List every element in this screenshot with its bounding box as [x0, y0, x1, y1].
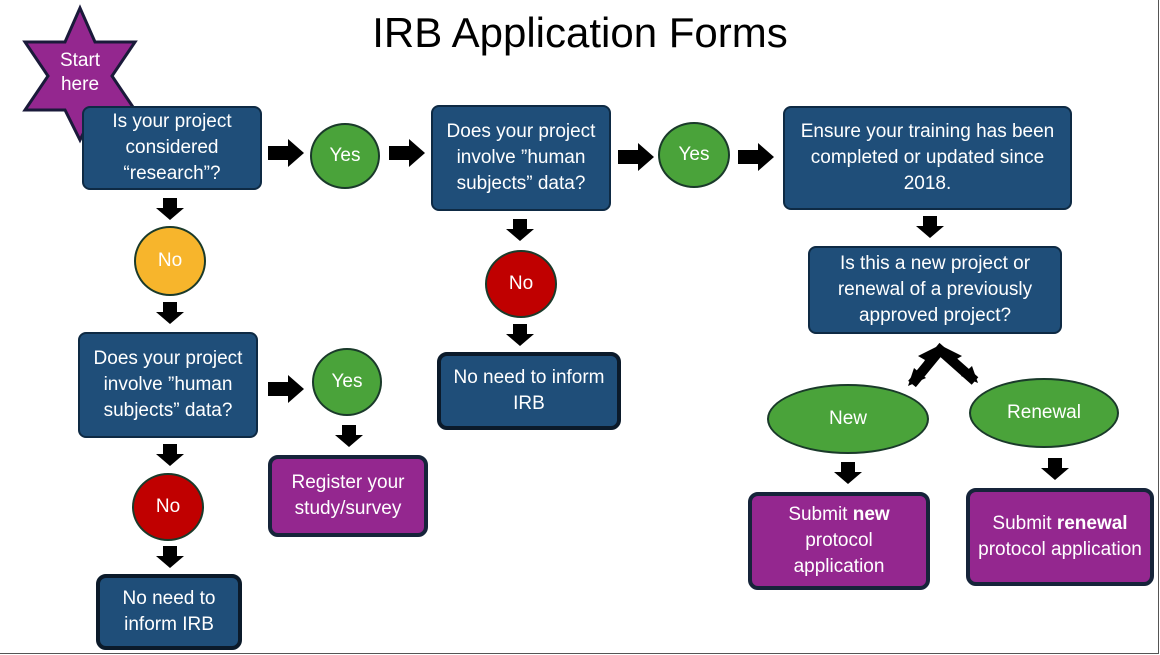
- submit-new-bold: new: [852, 504, 890, 525]
- question-human-subjects-left-text: Does your project involve ”human subject…: [93, 348, 243, 421]
- arrow-down-2: [156, 302, 184, 324]
- no-need-box-left: No need to inform IRB: [96, 574, 242, 650]
- renewal-ellipse: Renewal: [969, 378, 1119, 448]
- no-need-top-text: No need to inform IRB: [453, 367, 605, 414]
- question-new-or-renewal-text: Is this a new project or renewal of a pr…: [837, 253, 1033, 326]
- no-circle-yellow: No: [134, 226, 206, 296]
- no-label-red-left: No: [155, 496, 181, 517]
- training-box: Ensure your training has been completed …: [783, 106, 1072, 210]
- arrow-down-7: [335, 425, 363, 447]
- question-new-or-renewal: Is this a new project or renewal of a pr…: [808, 246, 1062, 334]
- training-text: Ensure your training has been completed …: [800, 121, 1055, 194]
- arrow-right-5: [268, 375, 304, 403]
- no-label-red-top: No: [508, 273, 534, 294]
- arrow-down-9: [834, 462, 862, 484]
- arrow-down-10: [1041, 458, 1069, 480]
- register-text: Register your study/survey: [291, 472, 405, 519]
- submit-renewal-pre: Submit: [992, 513, 1057, 534]
- no-label-yellow: No: [157, 250, 183, 271]
- split-arrow-head-right: [961, 366, 978, 383]
- arrow-right-2: [389, 139, 425, 167]
- arrow-down-4: [156, 546, 184, 568]
- start-label-line1: Start: [60, 50, 101, 71]
- yes-label-2: Yes: [678, 144, 710, 165]
- split-arrow: [912, 345, 975, 383]
- submit-renewal-bold: renewal: [1056, 513, 1128, 534]
- question-research-text: Is your project considered “research”?: [112, 111, 232, 184]
- submit-new-box: Submit new protocol application: [748, 492, 930, 590]
- yes-circle-3: Yes: [312, 348, 382, 416]
- submit-renewal-box: Submit renewal protocol application: [966, 488, 1154, 586]
- new-ellipse: New: [767, 384, 929, 454]
- arrow-right-4: [738, 143, 774, 171]
- split-arrow-outline: [908, 342, 979, 388]
- question-human-subjects-left: Does your project involve ”human subject…: [78, 332, 258, 438]
- submit-new-text: Submit new protocol application: [758, 502, 920, 580]
- submit-renewal-text: Submit renewal protocol application: [976, 511, 1144, 563]
- question-human-subjects-top-text: Does your project involve ”human subject…: [446, 121, 596, 194]
- page-title: IRB Application Forms: [372, 9, 788, 56]
- split-arrow-head-left: [908, 368, 926, 386]
- start-label-line2: here: [61, 74, 99, 95]
- question-research: Is your project considered “research”?: [82, 106, 262, 190]
- yes-label-3: Yes: [331, 371, 363, 392]
- arrow-down-1: [156, 198, 184, 220]
- no-circle-red-left: No: [132, 473, 204, 541]
- submit-new-post: protocol application: [793, 530, 885, 577]
- yes-label-1: Yes: [329, 145, 361, 166]
- register-box: Register your study/survey: [268, 455, 428, 537]
- question-human-subjects-top: Does your project involve ”human subject…: [431, 105, 611, 211]
- arrow-down-8: [916, 216, 944, 238]
- arrow-right-3: [618, 143, 654, 171]
- yes-circle-2: Yes: [658, 122, 730, 188]
- arrow-down-5: [506, 219, 534, 241]
- arrow-down-6: [506, 324, 534, 346]
- renewal-label: Renewal: [1007, 402, 1081, 423]
- no-need-left-text: No need to inform IRB: [122, 588, 216, 635]
- no-circle-red-top: No: [485, 250, 557, 318]
- new-label: New: [828, 408, 867, 429]
- yes-circle-1: Yes: [310, 123, 380, 189]
- submit-renewal-post: protocol application: [978, 539, 1142, 560]
- arrow-down-3: [156, 444, 184, 466]
- submit-new-pre: Submit: [788, 504, 853, 525]
- arrow-right-1: [268, 139, 304, 167]
- no-need-box-top: No need to inform IRB: [437, 352, 621, 430]
